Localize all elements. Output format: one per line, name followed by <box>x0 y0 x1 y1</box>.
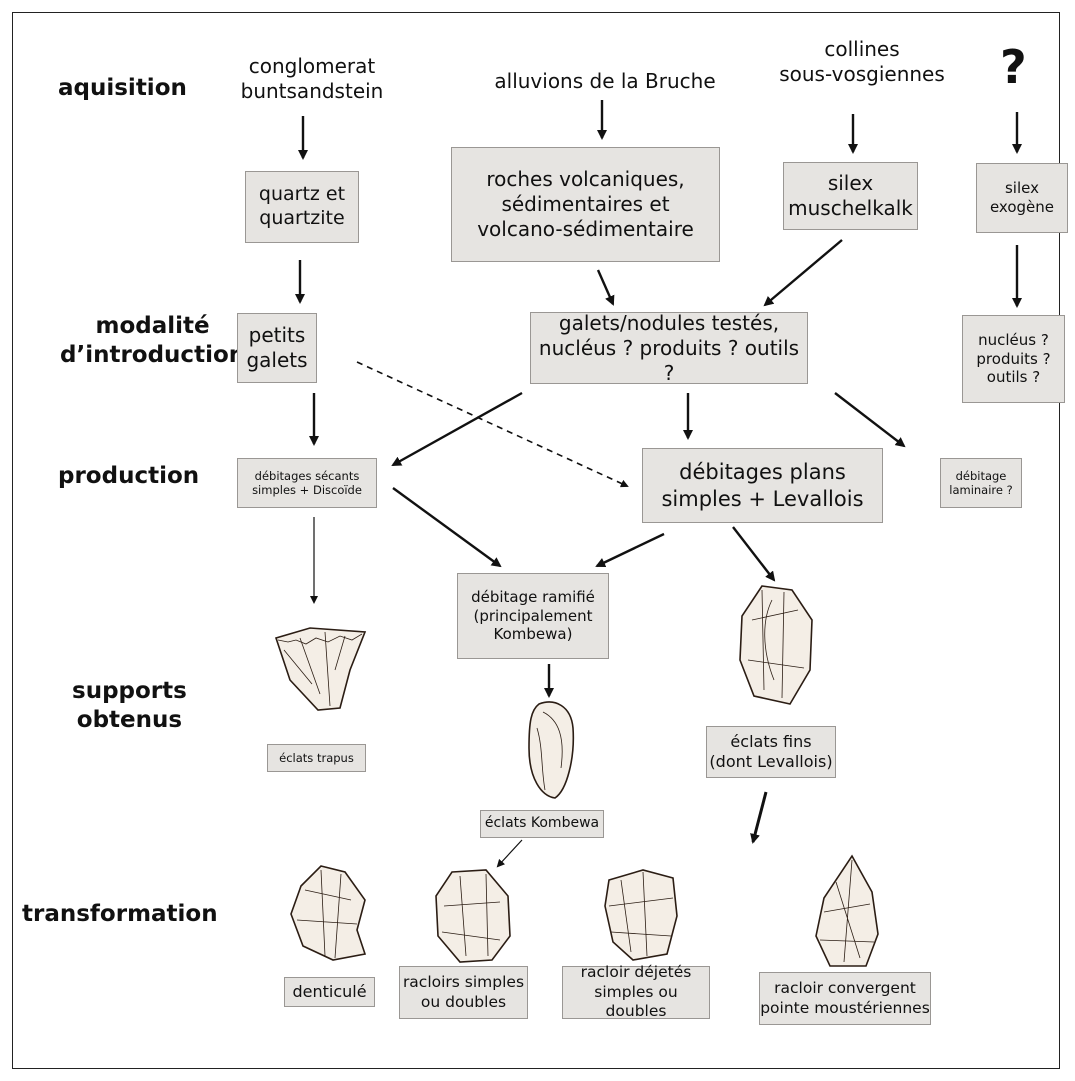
box-racloirs-simples: racloirs simples ou doubles <box>399 966 528 1019</box>
arrow-kombewa-racloirs <box>496 839 523 868</box>
stage-label-introduction: modalité d’introduction <box>60 313 246 368</box>
denticule-drawing <box>290 865 367 961</box>
box-debitage-ramifie: débitage ramifié (principalement Kombewa… <box>457 573 609 659</box>
stage-label-production: production <box>58 463 200 489</box>
box-racloir-convergent: racloir convergent pointe moustériennes <box>759 972 931 1025</box>
box-roches: roches volcaniques, sédimentaires et vol… <box>451 147 720 262</box>
arrow-testes-secants <box>391 391 523 467</box>
source-conglomerat: conglomerat buntsandstein <box>240 54 384 103</box>
box-denticule: denticulé <box>284 977 375 1007</box>
eclat-fin-drawing <box>739 585 813 705</box>
box-racloir-dejetes: racloir déjetés simples ou doubles <box>562 963 710 1020</box>
source-collines: collines sous-vosgiennes <box>779 37 945 86</box>
stage-label-transformation: transformation <box>22 901 218 927</box>
source-alluvions: alluvions de la Bruche <box>494 69 716 93</box>
box-eclats-kombewa: éclats Kombewa <box>480 810 604 838</box>
arrow-silex-galets-testes <box>763 239 843 307</box>
box-silex-muschelkalk: silex muschelkalk <box>783 162 918 230</box>
box-debitages-plans: débitages plans simples + Levallois <box>642 448 883 523</box>
box-nucleus-question: nucléus ? produits ? outils ? <box>962 315 1065 403</box>
arrow-plans-ramifie <box>595 532 665 568</box>
eclat-trapu-drawing <box>274 627 367 711</box>
racloir-simple-drawing <box>435 869 511 963</box>
box-debitages-secants: débitages sécants simples + Discoïde <box>237 458 377 508</box>
arrow-fins-transformation <box>750 791 768 844</box>
stage-label-acquisition: aquisition <box>58 75 187 101</box>
unknown-source-question-mark: ? <box>1000 40 1027 94</box>
stage-label-supports: supports obtenus <box>72 678 187 733</box>
box-eclats-fins: éclats fins (dont Levallois) <box>706 726 836 778</box>
arrow-testes-laminaire <box>834 392 906 448</box>
arrow-dashed-galets-plans <box>356 361 629 488</box>
box-galets-testes: galets/nodules testés, nucléus ? produit… <box>530 311 808 385</box>
box-silex-exogene: silex exogène <box>976 163 1068 233</box>
box-quartz: quartz et quartzite <box>245 171 359 243</box>
racloir-convergent-drawing <box>815 854 879 967</box>
diagram-frame <box>12 12 1060 1069</box>
box-petits-galets: petits galets <box>237 313 317 383</box>
arrow-roches-galets-testes <box>596 269 615 306</box>
arrow-plans-eclats-fins <box>732 526 776 582</box>
eclat-kombewa-drawing <box>528 701 575 799</box>
box-debitage-laminaire: débitage laminaire ? <box>940 458 1022 508</box>
racloir-dejete-drawing <box>604 869 678 961</box>
arrow-secants-ramifie <box>392 487 502 568</box>
box-eclats-trapus: éclats trapus <box>267 744 366 772</box>
